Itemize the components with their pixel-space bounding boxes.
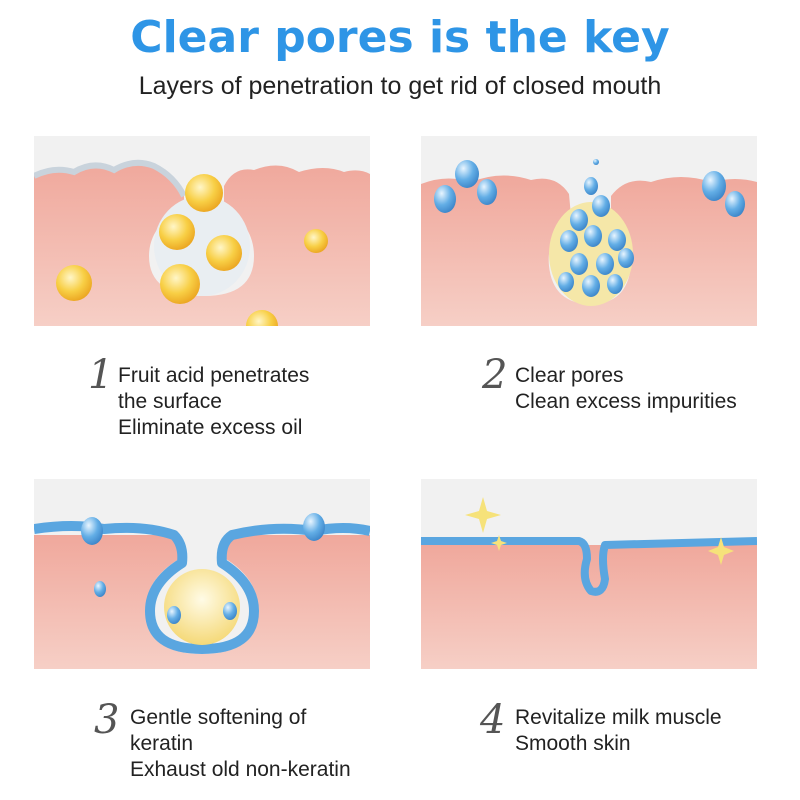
step-3-line-1: Gentle softening of [130,706,307,729]
step-1-line-2: the surface [118,390,222,413]
step-1-illustration [34,136,370,326]
step-4-line-2: Smooth skin [515,732,631,755]
step-3-line-2: keratin [130,732,194,755]
step-3-line-3: Exhaust old non-keratin [130,758,351,781]
step-4-description: Revitalize milk muscle Smooth skin [515,705,722,757]
step-2-line-1: Clear pores [515,364,624,387]
step-3-number: 3 [94,697,120,743]
step-1-line-3: Eliminate excess oil [118,416,303,439]
step-2-number: 2 [482,352,508,398]
page-subtitle: Layers of penetration to get rid of clos… [138,72,662,100]
step-1-description: Fruit acid penetrates the surface Elimin… [118,363,309,441]
step-3-description: Gentle softening of keratin Exhaust old … [130,705,351,783]
step-2-description: Clear pores Clean excess impurities [515,363,737,415]
step-2-line-2: Clean excess impurities [515,390,737,413]
step-1-line-1: Fruit acid penetrates [118,364,310,387]
step-4-illustration [421,479,757,669]
step-3-illustration [34,479,370,669]
step-4-number: 4 [480,697,506,743]
step-2-illustration [421,136,757,326]
step-1-number: 1 [88,352,114,398]
page-title: Clear pores is the key [130,12,670,63]
step-4-line-1: Revitalize milk muscle [515,706,722,729]
